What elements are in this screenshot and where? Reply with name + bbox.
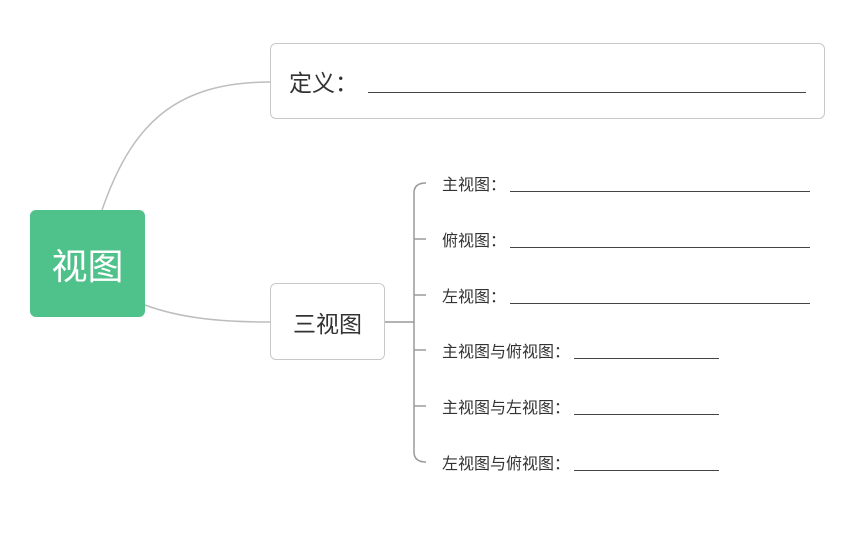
subtopic-side-view[interactable]: 左视图：: [442, 283, 811, 307]
subtopic-front-and-top[interactable]: 主视图与俯视图：: [442, 338, 720, 362]
blank-line: [574, 342, 720, 359]
subtopic-label: 左视图：: [442, 287, 507, 306]
blank-line: [510, 287, 811, 304]
three-views-topic[interactable]: 三视图: [270, 283, 385, 360]
subtopic-label: 俯视图：: [442, 231, 507, 250]
definition-label: 定义：: [289, 71, 358, 97]
subtopic-label: 左视图与俯视图：: [442, 454, 571, 473]
subtopic-front-and-side[interactable]: 主视图与左视图：: [442, 394, 720, 418]
connector-root-to-definition: [101, 81, 271, 211]
subtopic-label: 主视图与左视图：: [442, 398, 571, 417]
root-topic[interactable]: 视图: [30, 210, 145, 317]
definition-topic[interactable]: 定义：: [270, 43, 825, 119]
definition-blank-line: [368, 69, 806, 93]
bracket-spine: [413, 182, 427, 463]
subtopic-side-and-top[interactable]: 左视图与俯视图：: [442, 450, 720, 474]
subtopic-front-view[interactable]: 主视图：: [442, 171, 811, 195]
blank-line: [510, 175, 811, 192]
blank-line: [574, 454, 720, 471]
subtopic-top-view[interactable]: 俯视图：: [442, 227, 811, 251]
three-views-label: 三视图: [293, 311, 362, 338]
blank-line: [510, 231, 811, 248]
blank-line: [574, 398, 720, 415]
connector-root-to-three-views: [144, 304, 271, 323]
subtopic-label: 主视图与俯视图：: [442, 342, 571, 361]
subtopic-label: 主视图：: [442, 175, 507, 194]
root-topic-label: 视图: [51, 246, 124, 288]
